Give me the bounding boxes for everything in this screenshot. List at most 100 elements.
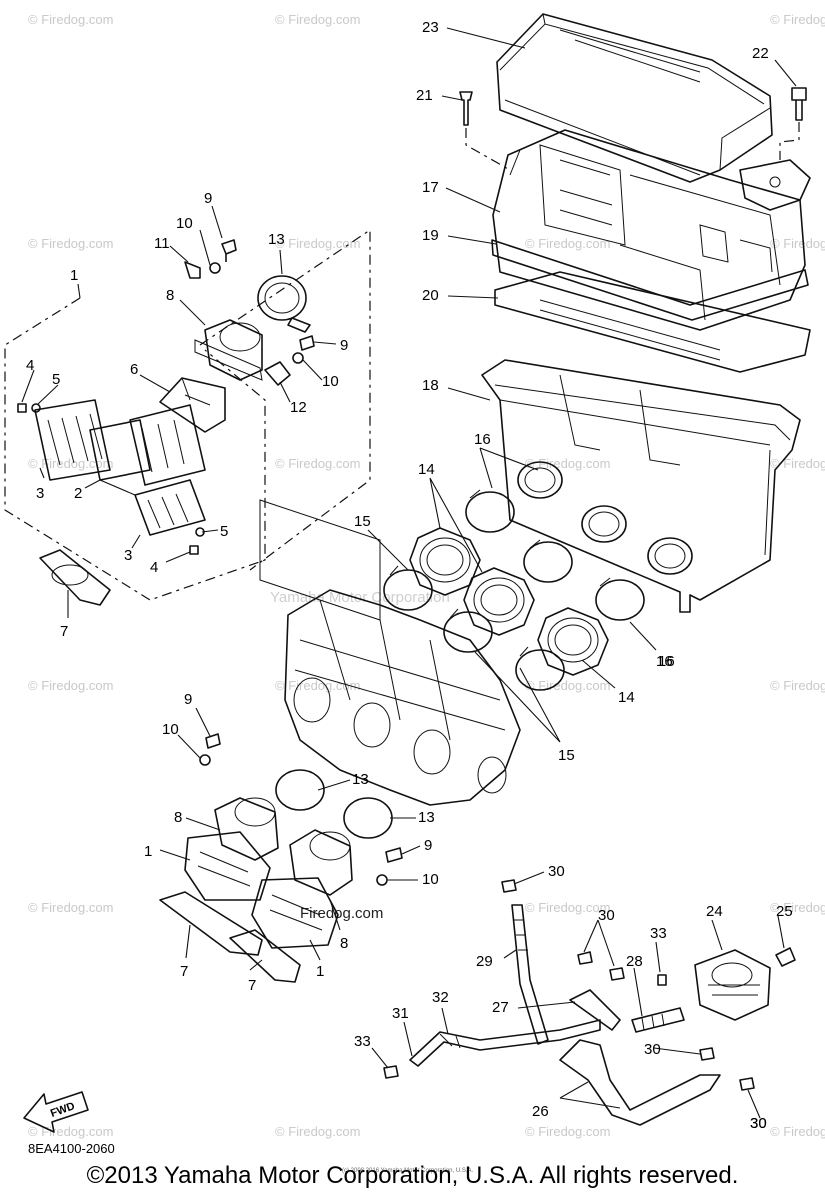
callout: 1 [144,843,152,860]
gasket-7 [159,891,263,956]
callout: 30 [750,1115,767,1132]
copyright-notice: ©2013 Yamaha Motor Corporation, U.S.A. A… [86,1162,739,1189]
leader-lines [21,27,797,1119]
callout: 14 [418,461,435,478]
callout: 10 [176,215,193,232]
callout: 31 [392,1005,409,1022]
callout: 13 [268,231,285,248]
watermark: © Firedog.com [275,456,360,471]
air-filter-gasket [491,239,809,321]
watermark: © Firedog.com [525,900,610,915]
callout: 7 [248,977,256,994]
callout: 12 [290,399,307,416]
reed-stopper [159,377,226,433]
reed-valve-assembly [184,831,271,901]
callout: 19 [422,227,439,244]
watermark: © Firedog.com [525,456,610,471]
callout: 6 [130,361,138,378]
watermark: © Firedog.com [525,236,610,251]
callout: 20 [422,287,439,304]
callout: 8 [166,287,174,304]
clamp-13-lower [275,769,325,811]
gasket-7 [39,549,111,606]
callout: 32 [432,989,449,1006]
callout: 13 [352,771,369,788]
carburetor-joint [463,567,535,636]
clamp-16 [465,491,515,533]
watermark: © Firedog.com [525,1124,610,1139]
callout: 4 [150,559,158,576]
callout: 25 [776,903,793,920]
watermark: © Firedog.com [275,12,360,27]
callout: 9 [340,337,348,354]
callout: 8 [340,935,348,952]
watermark: © Firedog.com [275,1124,360,1139]
fuel-pump [694,949,771,1021]
clamp-16 [595,579,645,621]
callout: 16 [474,431,491,448]
callout: 30 [598,907,615,924]
callout: 24 [706,903,723,920]
callout: 30 [644,1041,661,1058]
watermark-mid: Yamaha Motor Corporation [270,589,450,606]
callout: 10 [162,721,179,738]
watermark: © Firedog.com [770,236,825,251]
callout: 7 [180,963,188,980]
air-filter-case-upper [492,129,806,331]
watermark: © Firedog.com [28,900,113,915]
carburetor-joint [537,607,609,676]
fuel-hose [409,1019,601,1067]
callout: 1 [316,963,324,980]
callout: 17 [422,179,439,196]
callout: 13 [418,809,435,826]
callout: 2 [74,485,82,502]
intake-joint-upper [204,319,263,381]
callout: 9 [424,837,432,854]
callout: 14 [618,689,635,706]
reed-plate [34,399,111,481]
callout: 23 [422,19,439,36]
intake-assembly-lower [159,733,403,983]
carburetor-bank [259,499,521,806]
reed-valve-assembly-upper [4,228,371,606]
callout: 1 [70,267,78,284]
callout: 5 [220,523,228,540]
callout: 10 [322,373,339,390]
callout: 9 [184,691,192,708]
watermark: © Firedog.com [28,678,113,693]
callout: 33 [354,1033,371,1050]
clamp-13-upper [257,275,307,321]
carburetor-joints [383,489,645,691]
watermark: © Firedog.com [770,900,825,915]
fine-print: (c) 2008 2016 Yamaha Motor Corporation, … [342,1168,474,1174]
watermark: © Firedog.com [28,1124,113,1139]
intake-joint-lower [214,797,279,861]
gasket-7 [229,929,301,983]
callout: 15 [558,747,575,764]
fuel-hose [511,904,549,1045]
reed-valve [129,404,206,486]
callout: 4 [26,357,34,374]
air-filter-element [494,271,811,373]
callout: 9 [204,190,212,207]
callout: 16 [658,653,675,670]
callout: 7 [60,623,68,640]
watermark: © Firedog.com [275,236,360,251]
callout: 22 [752,45,769,62]
callout: 30 [750,1115,767,1132]
callout: 3 [124,547,132,564]
callout: 11 [154,235,170,252]
callout: 10 [422,871,439,888]
fwd-label: FWD [49,1100,77,1120]
callout: 16 [656,653,673,670]
reed-valve-assembly [251,877,339,949]
screw-22 [791,87,807,121]
clamp-15 [443,611,493,653]
watermark: © Firedog.com [525,678,610,693]
intake-joint-lower [289,829,353,896]
callouts: 23 22 21 17 19 20 18 16 14 16 15 16 14 1… [26,19,793,1132]
reed-valve [89,419,151,481]
air-filter-case-lower [481,359,801,613]
callout: 15 [354,513,371,530]
watermark: © Firedog.com [770,12,825,27]
